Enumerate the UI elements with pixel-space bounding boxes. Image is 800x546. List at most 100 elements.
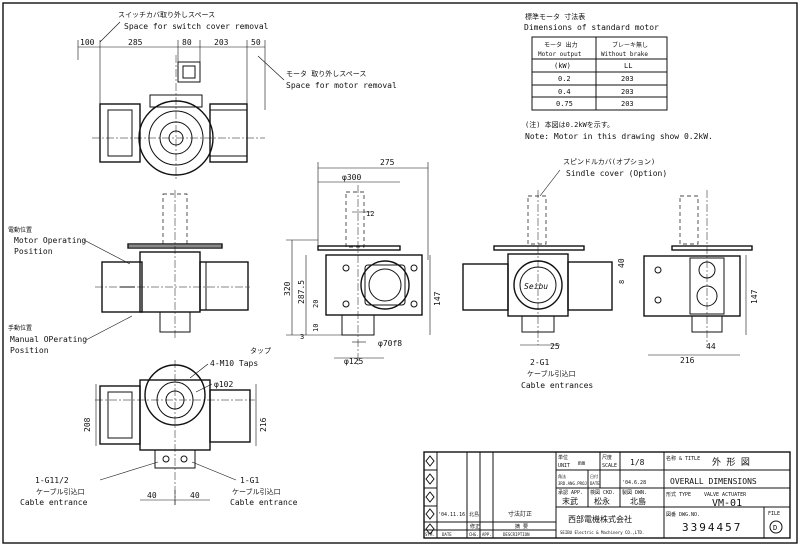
dim-10: 10 bbox=[312, 324, 320, 332]
header-col2-jp: ブレーキ無し bbox=[612, 41, 648, 49]
dwn-label: 製図 DWN. bbox=[622, 489, 647, 496]
title-block: '04.11.16 北島 寸法訂正 SYM. DATE CHG. APP. DE… bbox=[423, 451, 791, 539]
title-label: 名称 & TITLE bbox=[666, 455, 700, 462]
top-view: スイッチカバ取り外しスペース Space for switch cover re… bbox=[77, 10, 397, 180]
motor-op-en-1: Motor Operating bbox=[14, 236, 86, 245]
ckd-name: 松永 bbox=[594, 496, 610, 506]
unit-value: mm bbox=[578, 460, 586, 467]
dim-3: 3 bbox=[300, 333, 304, 341]
switch-cover bbox=[177, 61, 201, 83]
motor-body bbox=[199, 261, 249, 311]
header-col2-en: Without brake bbox=[601, 51, 648, 58]
type-value: VALVE ACTUATER bbox=[704, 492, 747, 498]
rev-note: 寸法訂正 bbox=[508, 510, 532, 518]
dwn-name: 北島 bbox=[630, 496, 646, 506]
spindle-cover-center bbox=[345, 191, 365, 248]
motor-op-jp: 電動位置 bbox=[8, 226, 32, 234]
col-by-jp: 修正 bbox=[470, 523, 480, 530]
dim-50: 50 bbox=[251, 38, 261, 47]
dim-216-bottom: 216 bbox=[259, 417, 268, 432]
cable-right-en: Cable entrance bbox=[230, 498, 298, 507]
header-col1-jp: モータ 出力 bbox=[544, 41, 578, 49]
rev-date: '04.11.16 bbox=[438, 512, 465, 518]
col-desc: DESCRIPTION bbox=[503, 532, 530, 537]
title-jp: 外 形 図 bbox=[712, 456, 750, 468]
unit-jp: 単位 bbox=[558, 454, 568, 461]
dim-287-5: 287.5 bbox=[297, 280, 306, 304]
dim-8-right: 8 bbox=[618, 280, 626, 284]
cable-left-en: Cable entrance bbox=[20, 498, 88, 507]
switch-cover-circle bbox=[360, 260, 410, 310]
side-body bbox=[643, 255, 741, 317]
col-sym: SYM. bbox=[425, 532, 435, 537]
left-side-view: 電動位置 Motor Operating Position 手動位置 Manua… bbox=[8, 190, 250, 355]
spindle-cover-side bbox=[679, 195, 699, 245]
right-view: スピンドルカバ(オプション) Sindle cover (Option) Sei… bbox=[462, 158, 759, 390]
rev-by: 北島 bbox=[469, 511, 479, 518]
scale-label: SCALE bbox=[602, 463, 617, 469]
row2-ll: 203 bbox=[621, 88, 634, 96]
col-app: APP. bbox=[482, 532, 492, 537]
motor-bottom bbox=[209, 389, 251, 443]
dim-208-bottom: 208 bbox=[83, 417, 92, 432]
col-chg: CHG. bbox=[469, 532, 479, 537]
type-label: 形式 TYPE bbox=[666, 491, 691, 498]
row3-ll: 203 bbox=[621, 100, 634, 108]
unit-label: UNIT bbox=[558, 463, 570, 469]
dim-44-right: 44 bbox=[706, 342, 716, 351]
cable-right-size: 1-G1 bbox=[240, 476, 259, 485]
dim-147-right: 147 bbox=[750, 289, 759, 304]
note-en: Note: Motor in this drawing show 0.2kW. bbox=[525, 132, 713, 141]
dim-40-bottom-right: 40 bbox=[190, 491, 200, 500]
file-value: D bbox=[773, 524, 777, 532]
note-jp: (注) 本図は0.2kWを示す。 bbox=[525, 120, 614, 129]
dwg-label: 図番 DWG.NO. bbox=[666, 511, 700, 518]
spindle-cover-right bbox=[527, 195, 547, 245]
manual-op-en-1: Manual OPerating bbox=[10, 335, 87, 344]
dim-40-bottom-left: 40 bbox=[147, 491, 157, 500]
table-frame bbox=[531, 36, 668, 111]
handwheel-right bbox=[567, 261, 613, 311]
dwg-number: 3394457 bbox=[682, 521, 742, 534]
row3-output: 0.75 bbox=[556, 100, 573, 108]
dim-147-center: 147 bbox=[433, 291, 442, 306]
handwheel-bottom bbox=[99, 385, 141, 445]
dim-phi70f8: φ70f8 bbox=[378, 339, 402, 348]
motor-removal-label-en: Space for motor removal bbox=[286, 81, 397, 90]
table-title-jp: 標準モータ 寸法表 bbox=[525, 12, 585, 21]
company-jp: 西部電機株式会社 bbox=[568, 514, 632, 524]
proj-jp: 角法 bbox=[558, 473, 566, 479]
switch-cover-label-jp: スイッチカバ取り外しスペース bbox=[118, 10, 215, 19]
cable-left-jp: ケーブル引込口 bbox=[36, 487, 85, 496]
taps-jp: タップ bbox=[250, 346, 271, 355]
row1-ll: 203 bbox=[621, 75, 634, 83]
handwheel-rim bbox=[317, 245, 401, 251]
dim-phi125: φ125 bbox=[344, 357, 363, 366]
spindle-cover-jp: スピンドルカバ(オプション) bbox=[563, 158, 655, 166]
motor-table: 標準モータ 寸法表 Dimensions of standard motor モ… bbox=[524, 12, 713, 141]
date-jp: 日付 bbox=[590, 473, 598, 479]
switch-cover-label-en: Space for switch cover removal bbox=[124, 22, 269, 31]
scale-value: 1/8 bbox=[630, 458, 645, 467]
motor-right bbox=[462, 263, 509, 311]
motor bbox=[209, 103, 248, 163]
dim-2-g1: 2-G1 bbox=[530, 358, 549, 367]
row1-output: 0.2 bbox=[558, 75, 571, 83]
dim-100: 100 bbox=[80, 38, 95, 47]
dim-285: 285 bbox=[128, 38, 143, 47]
gear-body bbox=[139, 251, 201, 313]
unit-col1: (kW) bbox=[554, 62, 571, 70]
unit-col2: LL bbox=[624, 62, 632, 70]
app-label: 承認 APP. bbox=[558, 489, 583, 496]
file-label: FILE bbox=[768, 511, 780, 517]
manual-op-jp: 手動位置 bbox=[8, 324, 32, 332]
header-col1-en: Motor output bbox=[538, 51, 582, 58]
spindle-cover-en: Sindle cover (Option) bbox=[566, 169, 667, 178]
row2-output: 0.4 bbox=[558, 88, 571, 96]
brand-logo: Seibu bbox=[524, 282, 548, 291]
manual-op-en-2: Position bbox=[10, 346, 49, 355]
taps-en: 4-M10 Taps bbox=[210, 359, 258, 368]
dim-40-right: 40 bbox=[617, 258, 626, 268]
